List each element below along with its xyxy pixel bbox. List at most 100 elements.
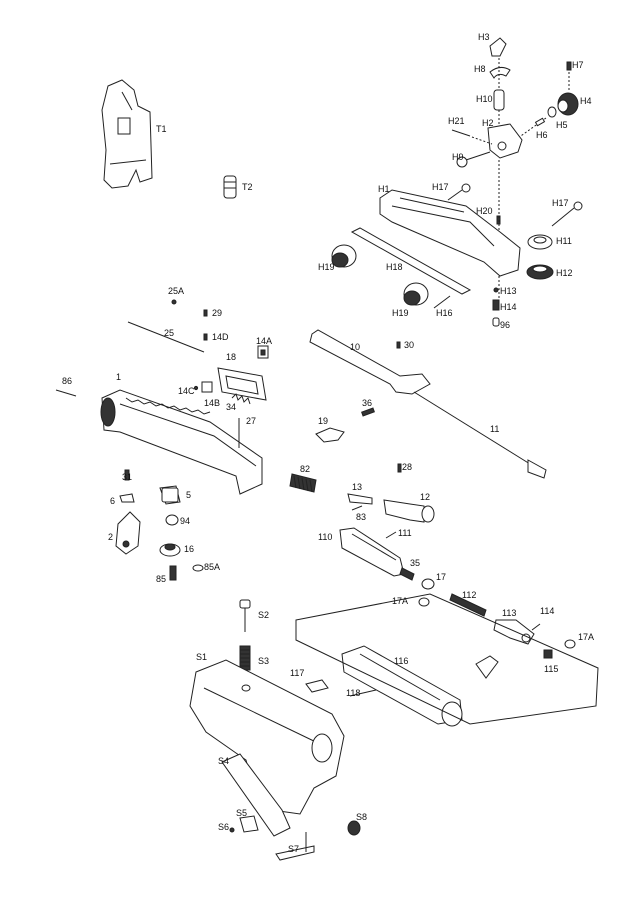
part-110-bolt-carrier [339,527,405,577]
label-13: 13 [352,482,362,492]
label-10: 10 [350,342,360,352]
part-34-spring [231,393,251,405]
part-h7 [566,61,572,71]
label-31: 31 [122,472,132,482]
part-85 [169,565,177,581]
part-t2 [223,175,237,199]
label-H19-b: H19 [392,308,409,318]
part-s2 [239,599,251,632]
label-110: 110 [318,532,332,542]
label-17: 17 [436,572,446,582]
label-30: 30 [404,340,414,350]
part-h17-a [447,183,471,201]
label-H19-a: H19 [318,262,335,272]
part-h19-a [331,244,357,268]
part-11-gas-tube [413,391,547,479]
label-16: 16 [184,544,194,554]
part-t1-tool [101,79,153,189]
label-S2: S2 [258,610,269,620]
label-29: 29 [212,308,222,318]
part-h19-b [403,282,429,306]
part-h1-carry-handle [379,189,521,277]
bolt-group-box [295,593,599,725]
part-14C [193,385,199,391]
label-H12: H12 [556,268,573,278]
part-18-ejection-cover [217,367,267,401]
label-H3: H3 [478,32,490,42]
label-6: 6 [110,496,115,506]
part-6 [119,493,135,503]
part-h18-rail [350,227,472,295]
part-25-rod [127,321,205,353]
label-117: 117 [290,668,304,678]
label-111: 111 [398,528,412,538]
label-S4: S4 [218,756,229,766]
label-35: 35 [410,558,420,568]
part-s3-spring [239,645,251,671]
label-14A: 14A [256,336,272,346]
label-S6: S6 [218,822,229,832]
label-12: 12 [420,492,430,502]
part-1-upper-receiver [100,389,263,505]
label-19: 19 [318,416,328,426]
label-27: 27 [246,416,256,426]
label-H13: H13 [500,286,517,296]
label-H2: H2 [482,118,494,128]
part-17A-b [564,639,576,649]
part-36 [361,407,375,417]
label-H21: H21 [448,116,465,126]
part-111 [385,531,397,539]
part-94 [165,514,179,526]
label-118: 118 [346,688,360,698]
part-5 [161,487,179,503]
label-H6: H6 [536,130,548,140]
part-10-charging-handle [309,329,431,395]
part-h6 [534,117,546,127]
label-36: 36 [362,398,372,408]
label-116: 116 [394,656,408,666]
label-85A: 85A [204,562,220,572]
part-14B [201,381,213,393]
part-35 [399,567,415,581]
label-5: 5 [186,490,191,500]
label-28: 28 [402,462,412,472]
part-12-buffer [383,499,435,523]
label-2: 2 [108,532,113,542]
label-112: 112 [462,590,476,600]
label-83: 83 [356,512,366,522]
part-29 [203,309,208,317]
label-25A: 25A [168,286,184,296]
part-h17-b [551,201,583,227]
part-s5 [239,815,259,833]
label-H1: H1 [378,184,390,194]
label-17A-a: 17A [392,596,408,606]
label-H5: H5 [556,120,568,130]
part-s7 [275,832,315,861]
part-h4 [557,92,579,116]
label-H14: H14 [500,302,517,312]
label-17A-b: 17A [578,632,594,642]
part-118 [349,689,377,697]
part-s4 [221,753,291,837]
part-s1-stock [189,659,345,815]
label-S3: S3 [258,656,269,666]
part-115 [543,649,553,659]
part-85A [192,564,204,572]
part-13 [347,493,373,505]
part-19 [315,427,345,443]
label-115: 115 [544,664,558,674]
label-94: 94 [180,516,190,526]
part-14A [257,345,269,359]
label-S1: S1 [196,652,207,662]
label-14D: 14D [212,332,229,342]
label-T1: T1 [156,124,167,134]
part-h13 [493,287,499,293]
label-H18: H18 [386,262,403,272]
label-H20: H20 [476,206,493,216]
part-s6 [229,827,235,833]
part-h16 [433,295,451,309]
part-96 [492,317,500,327]
part-14D [203,333,208,341]
